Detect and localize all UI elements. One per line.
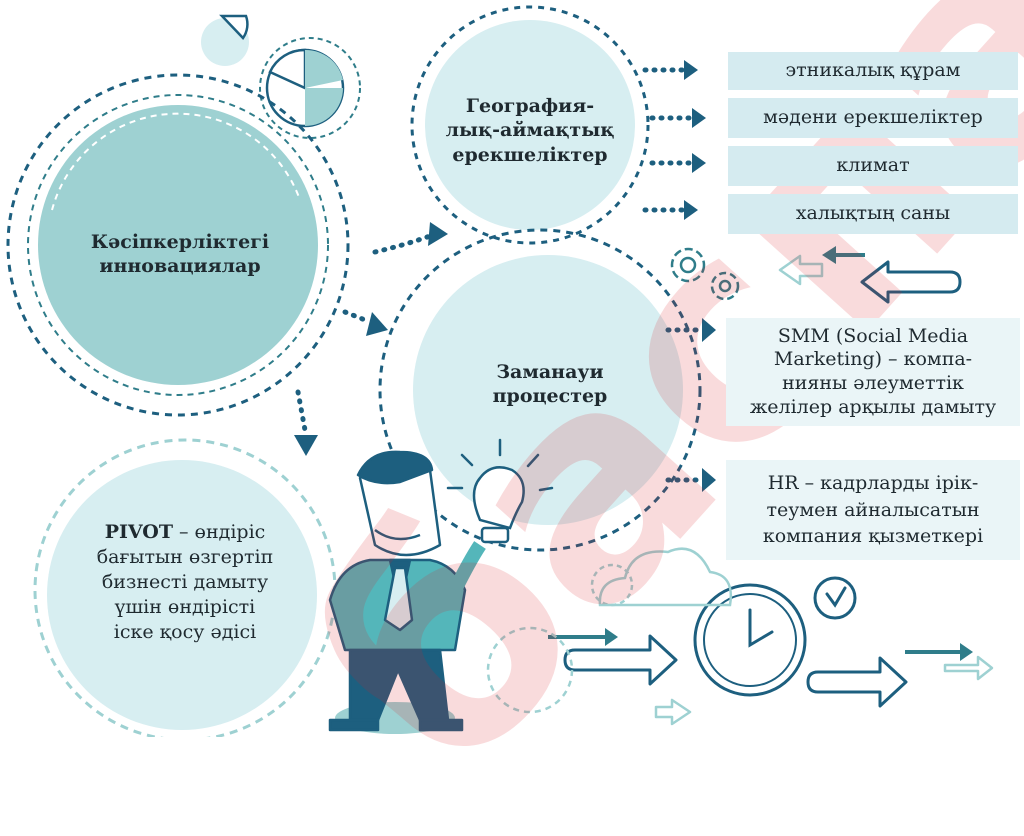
geo-circle-title: География- лық-аймақтық ерекшеліктер xyxy=(430,94,630,167)
pivot-line: PIVOT – өндіріс xyxy=(70,520,300,545)
geo-item-box: халықтың саны xyxy=(728,194,1018,234)
pivot-line: бизнесті дамыту xyxy=(101,571,269,594)
modern-circle xyxy=(378,228,702,552)
pivot-line: бағытын өзгертіп xyxy=(96,546,274,569)
geo-circle-line: лық-аймақтық xyxy=(445,119,615,142)
hr-line: теумен айналысатын xyxy=(766,498,980,521)
pie-chart-icon xyxy=(201,14,361,139)
businessman-figure xyxy=(328,450,486,734)
geo-circle xyxy=(410,5,650,245)
geo-item-box: этникалық құрам xyxy=(728,52,1018,90)
geo-item-arrows xyxy=(642,60,716,492)
gears-icon xyxy=(670,247,740,301)
geo-item-box: климат xyxy=(728,146,1018,186)
hr-line: HR – кадрларды ірік- xyxy=(767,472,979,495)
main-circle-title: Кәсіпкерліктегі инновациялар xyxy=(60,230,300,279)
pivot-circle-text: PIVOT – өндіріс бағытын өзгертіп бизнест… xyxy=(70,520,300,645)
modern-circle-title: Заманауи процестер xyxy=(450,360,650,409)
lightbulb-icon xyxy=(446,438,554,544)
smm-line: желілер арқылы дамыту xyxy=(749,395,997,418)
pivot-term: PIVOT xyxy=(104,521,173,543)
small-clock-icon xyxy=(813,576,857,620)
clock-icon xyxy=(693,583,807,697)
geo-item-box: мәдени ерекшеліктер xyxy=(728,98,1018,138)
geo-circle-line: География- xyxy=(465,95,595,117)
cloud-icon xyxy=(486,547,733,714)
smm-box: SMM (Social Media Marketing) – компа- ни… xyxy=(726,318,1020,426)
diagram-canvas xyxy=(6,5,994,737)
main-circle-line: инновациялар xyxy=(99,255,261,278)
geo-item-label: этникалық құрам xyxy=(785,59,961,82)
hr-box: HR – кадрларды ірік- теумен айналысатын … xyxy=(726,460,1020,560)
connector-arrows xyxy=(294,222,448,456)
geo-circle-line: ерекшеліктер xyxy=(452,143,608,166)
main-circle xyxy=(6,73,350,417)
hr-line: компания қызметкері xyxy=(762,525,984,548)
geo-item-label: климат xyxy=(836,154,910,177)
decorative-arrows xyxy=(548,246,994,726)
modern-circle-line: Заманауи xyxy=(496,361,604,383)
pivot-line: іске қосу әдісі xyxy=(113,621,257,644)
modern-circle-line: процестер xyxy=(492,385,608,408)
smm-line: Marketing) – компа- xyxy=(773,348,973,371)
smm-line: SMM (Social Media xyxy=(777,324,969,347)
smm-line: нияны әлеуметтік xyxy=(782,372,964,394)
geo-item-label: мәдени ерекшеліктер xyxy=(763,106,983,129)
pivot-line-rest: – өндіріс xyxy=(172,521,266,543)
main-circle-line: Кәсіпкерліктегі xyxy=(90,231,270,253)
pivot-line: үшін өндірісті xyxy=(114,596,256,619)
geo-item-label: халықтың саны xyxy=(795,202,951,225)
